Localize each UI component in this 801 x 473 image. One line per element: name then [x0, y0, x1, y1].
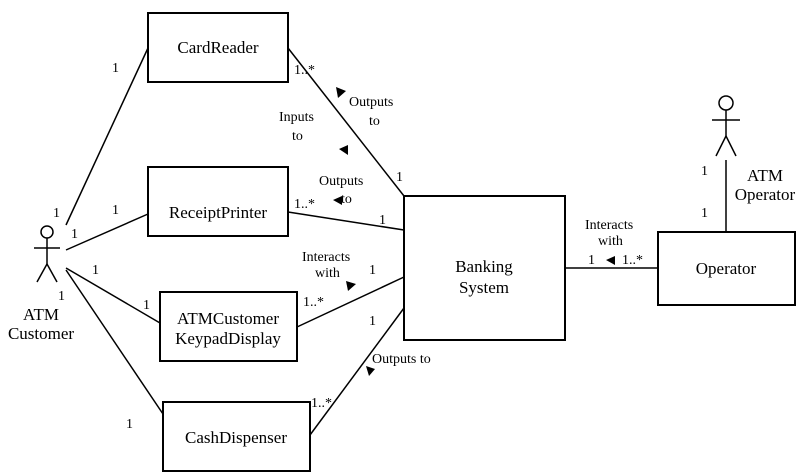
operator-class[interactable]: Operator [657, 231, 796, 306]
atm-customer-label-line2: Customer [8, 324, 74, 343]
receiptprinter-device-multiplicity: 1..* [294, 197, 315, 212]
cashdispenser-outputs-arrow-icon [366, 366, 375, 376]
receiptprinter-customer-multiplicity-b: 1 [71, 227, 78, 242]
keypad-device-multiplicity-b: 1..* [303, 295, 324, 310]
cashdispenser-customer-multiplicity: 1 [126, 417, 133, 432]
atm-customer-label-line1: ATM [23, 305, 59, 324]
keypad-customer-multiplicity-b: 1 [58, 289, 65, 304]
keypad-interacts-label-line1: Interacts [302, 250, 350, 265]
cardreader-outputs-label-line1: Outputs [349, 95, 393, 110]
operator-class-label: Operator [696, 259, 757, 278]
atm-customer-stickfigure-icon [34, 225, 60, 283]
atm-operator-label-line2: Operator [735, 185, 796, 204]
operator-class-multiplicity: 1..* [622, 253, 643, 268]
cardreader-system-multiplicity: 1 [396, 170, 403, 185]
customer-cashdispenser-line [65, 269, 164, 415]
receipt-printer-label: ReceiptPrinter [169, 203, 268, 222]
cardreader-inputs-label-line2: to [292, 129, 303, 144]
operator-interacts-arrow-icon [606, 256, 615, 265]
card-reader-label: CardReader [177, 38, 259, 57]
inputs-to-arrow-icon [339, 145, 348, 155]
keypad-device-multiplicity-a: 1 [143, 298, 150, 313]
cashdispenser-system-multiplicity: 1 [369, 314, 376, 329]
cash-dispenser-class[interactable]: CashDispenser [162, 401, 311, 472]
banking-system-label-line1: Banking [455, 257, 513, 276]
cashdispenser-outputs-label: Outputs to [372, 352, 431, 367]
operator-interacts-label-line2: with [598, 234, 623, 249]
card-reader-class[interactable]: CardReader [147, 12, 289, 83]
atm-operator-label-line1: ATM [747, 166, 783, 185]
interacts-with-arrow-icon [346, 281, 356, 291]
cardreader-bankingsystem-line [287, 47, 405, 197]
cash-dispenser-label: CashDispenser [185, 428, 287, 447]
cashdispenser-bankingsystem-line [309, 307, 405, 436]
banking-system-label-line2: System [459, 278, 509, 297]
receiptprinter-customer-multiplicity-a: 1 [53, 206, 60, 221]
customer-receiptprinter-line [65, 213, 149, 251]
cardreader-inputs-label-line1: Inputs [279, 110, 314, 125]
receiptprinter-system-multiplicity: 1 [379, 213, 386, 228]
operator-actor-multiplicity-a: 1 [701, 164, 708, 179]
cardreader-device-multiplicity: 1..* [294, 63, 315, 78]
keypad-bankingsystem-line [296, 276, 405, 328]
receiptprinter-device-side-multiplicity: 1 [112, 203, 119, 218]
outputs-to-arrow-icon [336, 87, 346, 98]
atm-customer-actor[interactable]: ATM Customer [8, 225, 74, 343]
receiptprinter-outputs-label-line2: to [341, 192, 352, 207]
atm-operator-stickfigure-icon [712, 95, 740, 157]
atm-operator-actor[interactable]: ATM Operator [712, 95, 796, 204]
operator-interacts-label-line1: Interacts [585, 218, 633, 233]
receipt-printer-class[interactable]: ReceiptPrinter [147, 166, 289, 237]
customer-cardreader-line [65, 47, 149, 226]
customer-keypad-line [65, 267, 161, 324]
cardreader-customer-multiplicity: 1 [112, 61, 119, 76]
keypad-interacts-label-line2: with [315, 266, 340, 281]
banking-system-class[interactable]: Banking System [403, 195, 566, 341]
operator-actor-multiplicity-b: 1 [701, 206, 708, 221]
keypad-system-multiplicity: 1 [369, 263, 376, 278]
cardreader-outputs-label-line2: to [369, 114, 380, 129]
keypad-display-class[interactable]: ATMCustomer KeypadDisplay [159, 291, 298, 362]
operator-system-multiplicity: 1 [588, 253, 595, 268]
receiptprinter-bankingsystem-line [287, 211, 405, 231]
cashdispenser-device-multiplicity: 1..* [311, 396, 332, 411]
keypad-display-label-line1: ATMCustomer [177, 309, 279, 328]
keypad-customer-multiplicity-a: 1 [92, 263, 99, 278]
keypad-display-label-line2: KeypadDisplay [175, 329, 281, 348]
receiptprinter-outputs-arrow-icon [333, 196, 342, 205]
receiptprinter-outputs-label-line1: Outputs [319, 174, 363, 189]
